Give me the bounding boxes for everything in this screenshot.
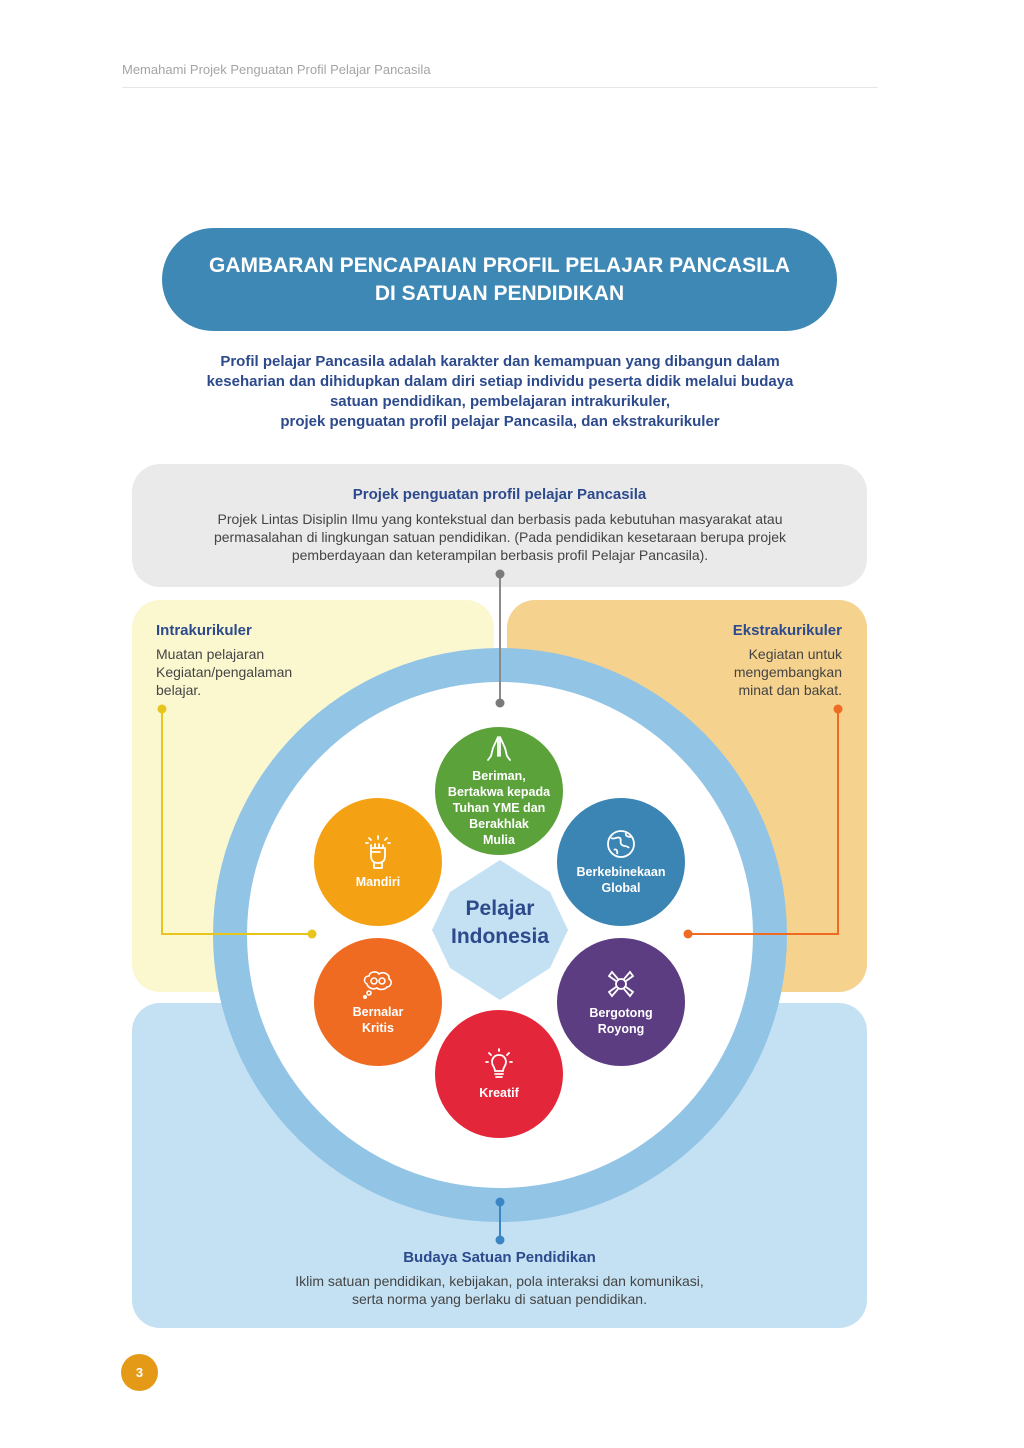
dimension-label-line: Tuhan YME dan xyxy=(452,801,546,815)
dimension-label-line: Bernalar xyxy=(352,1005,404,1019)
dimension-label-line: Bertakwa kepada xyxy=(447,785,551,799)
ekstrakurikuler-description: Kegiatan untuk mengembangkan minat dan b… xyxy=(734,645,842,699)
center-hub-shape xyxy=(432,860,568,1000)
intrakurikuler-line: belajar. xyxy=(156,682,202,698)
intrakurikuler-line: Kegiatan/pengalaman xyxy=(156,664,293,680)
projek-line: pemberdayaan dan keterampilan berbasis p… xyxy=(291,547,709,563)
budaya-line: serta norma yang berlaku di satuan pendi… xyxy=(352,1291,647,1307)
projek-connector-dot-top xyxy=(495,569,505,579)
dimension-label-line: Global xyxy=(601,881,641,895)
intro-line: keseharian dan dihidupkan dalam diri set… xyxy=(206,373,794,390)
intrakurikuler-description: Muatan pelajaran Kegiatan/pengalaman bel… xyxy=(156,645,292,699)
dimension-bernalar-kritis: Bernalar Kritis xyxy=(311,935,445,1069)
dimension-beriman: Beriman, Bertakwa kepada Tuhan YME dan B… xyxy=(432,724,566,858)
dimension-label-line: Mulia xyxy=(483,833,515,847)
budaya-description: Iklim satuan pendidikan, kebijakan, pola… xyxy=(132,1272,867,1308)
intrakurikuler-connector xyxy=(161,709,312,935)
budaya-line: Iklim satuan pendidikan, kebijakan, pola… xyxy=(295,1273,704,1289)
dimension-label-line: Royong xyxy=(597,1022,645,1036)
ekstrakurikuler-connector xyxy=(688,709,839,935)
dimension-bergotong-royong: Bergotong Royong xyxy=(554,935,688,1069)
ekstrakurikuler-heading: Ekstrakurikuler xyxy=(732,622,842,639)
projek-panel xyxy=(132,464,867,587)
center-label-line-2: Indonesia xyxy=(450,925,550,948)
title-line-1: GAMBARAN PENCAPAIAN PROFIL PELAJAR PANCA… xyxy=(208,253,791,277)
ekstrakurikuler-connector-dot-end xyxy=(683,929,693,939)
page-number: 3 xyxy=(121,1354,158,1391)
dimension-label-line: Berakhlak xyxy=(469,817,529,831)
dimension-label-line: Berkebinekaan xyxy=(576,865,666,879)
projek-line: permasalahan di lingkungan satuan pendid… xyxy=(213,529,787,545)
running-header: Memahami Projek Penguatan Profil Pelajar… xyxy=(122,62,431,77)
projek-connector-dot-bottom xyxy=(495,698,505,708)
intrakurikuler-connector-dot-top xyxy=(157,704,167,714)
intro-line: projek penguatan profil pelajar Pancasil… xyxy=(280,413,720,430)
ekstrakurikuler-line: mengembangkan xyxy=(733,664,842,680)
ekstrakurikuler-connector-dot-top xyxy=(833,704,843,714)
intro-paragraph: Profil pelajar Pancasila adalah karakter… xyxy=(150,352,850,432)
ekstrakurikuler-line: Kegiatan untuk xyxy=(748,646,842,662)
intrakurikuler-line: Muatan pelajaran xyxy=(156,646,265,662)
budaya-connector-dot-bottom xyxy=(495,1235,505,1245)
header-divider xyxy=(122,87,878,88)
dimension-mandiri: Mandiri xyxy=(311,795,445,929)
lightbulb-icon xyxy=(485,1048,513,1078)
dimension-label-line: Bergotong xyxy=(589,1006,653,1020)
intrakurikuler-connector-dot-end xyxy=(307,929,317,939)
dimension-label-line: Kreatif xyxy=(479,1086,519,1100)
title-banner: GAMBARAN PENCAPAIAN PROFIL PELAJAR PANCA… xyxy=(162,228,837,331)
praying-hands-icon xyxy=(487,736,511,761)
projek-heading: Projek penguatan profil pelajar Pancasil… xyxy=(352,486,647,503)
projek-line: Projek Lintas Disiplin Ilmu yang konteks… xyxy=(217,511,783,527)
dimension-label-line: Beriman, xyxy=(472,769,526,783)
intrakurikuler-heading: Intrakurikuler xyxy=(156,622,252,639)
intro-line: Profil pelajar Pancasila adalah karakter… xyxy=(220,353,780,370)
center-hub xyxy=(432,860,568,1000)
dimension-label-line: Kritis xyxy=(362,1021,394,1035)
projek-description: Projek Lintas Disiplin Ilmu yang konteks… xyxy=(160,510,840,564)
joined-hands-icon xyxy=(607,970,635,998)
ekstrakurikuler-line: minat dan bakat. xyxy=(738,682,842,698)
center-label: Pelajar Indonesia xyxy=(400,895,600,951)
thinking-gears-icon xyxy=(362,971,392,999)
budaya-heading: Budaya Satuan Pendidikan xyxy=(403,1249,596,1266)
dimension-label-line: Mandiri xyxy=(355,875,401,889)
globe-icon xyxy=(607,830,635,858)
dimension-berkebinekaan-global: Berkebinekaan Global xyxy=(554,795,688,929)
budaya-connector-dot-top xyxy=(495,1197,505,1207)
title-line-2: DI SATUAN PENDIDIKAN xyxy=(374,281,625,305)
center-label-line-1: Pelajar xyxy=(465,897,535,920)
intro-line: satuan pendidikan, pembelajaran intrakur… xyxy=(329,393,671,410)
page-title: GAMBARAN PENCAPAIAN PROFIL PELAJAR PANCA… xyxy=(209,252,790,308)
dimension-kreatif: Kreatif xyxy=(432,1007,566,1141)
raised-fist-icon xyxy=(365,835,391,869)
